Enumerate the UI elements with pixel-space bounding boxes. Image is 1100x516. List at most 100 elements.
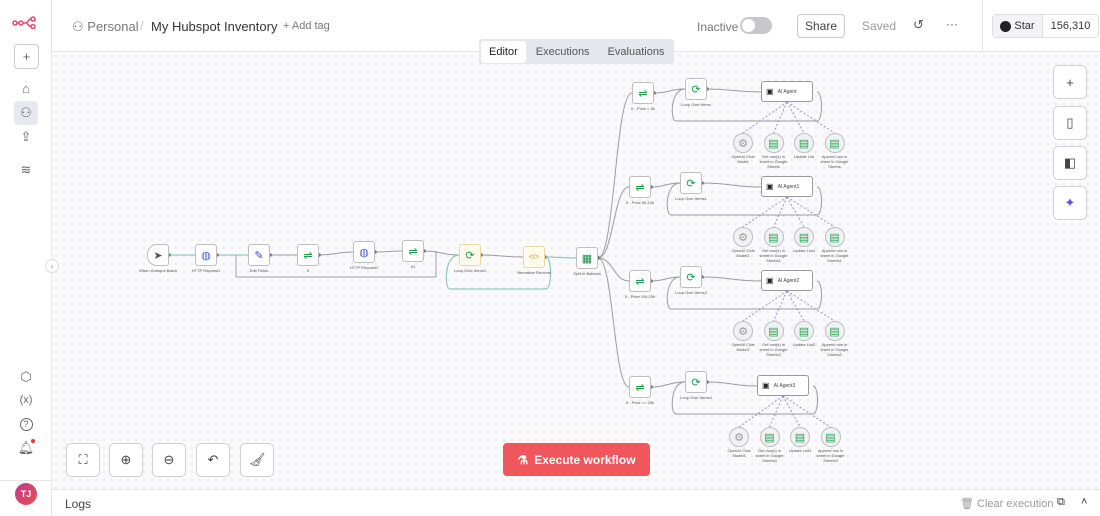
bell-icon[interactable]: 🔔︎ xyxy=(17,439,35,455)
n8n-logo-icon[interactable] xyxy=(12,16,37,29)
node-split-to-batches[interactable]: ▦ xyxy=(576,247,598,269)
node-label: Update List1 xyxy=(792,248,816,253)
toggle-panel-button[interactable]: ◧ xyxy=(1053,146,1087,180)
node-label: AI Agent1 xyxy=(777,183,800,190)
node-if-price-10k-25k[interactable]: ⇌ xyxy=(629,270,651,292)
breadcrumb-project[interactable]: ⚇ Personal xyxy=(72,19,139,34)
tidy-up-button[interactable]: 🧹︎ xyxy=(240,443,274,477)
logs-panel[interactable]: Logs 🗑︎ Clear execution ⧉ ˄ xyxy=(52,489,1100,516)
globe-icon: ◍ xyxy=(359,246,369,259)
loop-icon: ⟳ xyxy=(686,271,696,284)
execute-workflow-button[interactable]: ⚗Execute workflow xyxy=(503,443,650,476)
undo-button[interactable]: ↶ xyxy=(196,443,230,477)
node-ai-agent3[interactable]: ▣AI Agent3 xyxy=(757,375,809,396)
node-if1[interactable]: ⇌ xyxy=(402,240,424,262)
node-append-row-in-sheet-in-google-sheets1[interactable]: ▤ xyxy=(824,227,845,247)
user-icon[interactable]: ⚇ xyxy=(14,101,38,125)
add-tag-button[interactable]: + Add tag xyxy=(283,20,330,32)
chevron-up-icon[interactable]: ˄ xyxy=(1081,496,1088,508)
add-node-button[interactable]: + xyxy=(1053,65,1087,99)
clear-execution-button[interactable]: 🗑︎ Clear execution xyxy=(960,498,1054,510)
node-get-row-s-in-sheet-in-google-sheets3[interactable]: ▤ xyxy=(759,427,780,447)
sheets-icon: ▤ xyxy=(829,137,840,150)
workflow-canvas[interactable]: ➤When Hubspot Batch◍HTTP Request1✎Edit F… xyxy=(52,52,1100,489)
node-if-price-5k[interactable]: ⇌ xyxy=(632,82,654,104)
ai-assistant-button[interactable]: ✦ xyxy=(1053,186,1087,220)
node-append-row-in-sheet-in-google-sheets3[interactable]: ▤ xyxy=(820,427,841,447)
panel-icon: ◧ xyxy=(1063,155,1077,170)
openai-icon: ⚙ xyxy=(738,137,748,150)
github-star-button[interactable]: Star 156,310 xyxy=(992,14,1099,38)
node-openai-chat-model1[interactable]: ⚙ xyxy=(733,227,753,247)
node-if-price-25k[interactable]: ⇌ xyxy=(629,376,651,398)
node-loop-over-items1[interactable]: ⟳ xyxy=(680,172,702,194)
more-options-button[interactable]: ··· xyxy=(946,17,958,31)
node-when-hubspot-batch[interactable]: ➤ xyxy=(147,244,169,266)
tab-editor[interactable]: Editor xyxy=(481,40,526,63)
node-if-price-5k-10k[interactable]: ⇌ xyxy=(629,176,651,198)
node-if[interactable]: ⇌ xyxy=(297,244,319,266)
node-append-row-in-sheet-in-google-sheets2[interactable]: ▤ xyxy=(824,321,845,341)
tab-executions[interactable]: Executions xyxy=(535,45,590,58)
node-http-request2[interactable]: ◍ xyxy=(353,241,375,263)
node-append-row-in-sheet-in-google-sheets[interactable]: ▤ xyxy=(824,133,845,153)
layers-icon[interactable]: ≋ xyxy=(20,162,32,177)
node-get-row-s-in-sheet-in-google-sheets2[interactable]: ▤ xyxy=(763,321,784,341)
node-loop-over-items3[interactable]: ⟳ xyxy=(459,244,481,266)
zoom-out-button[interactable]: ⊖ xyxy=(152,443,186,477)
node-loop-over-items[interactable]: ⟳ xyxy=(685,78,707,100)
node-update-list1[interactable]: ▤ xyxy=(794,227,814,247)
active-toggle[interactable] xyxy=(740,17,772,34)
github-icon xyxy=(1000,20,1012,32)
tab-evaluations[interactable]: Evaluations xyxy=(607,45,665,58)
help-icon[interactable]: ? xyxy=(19,417,33,431)
node-ai-agent[interactable]: ▣AI Agent xyxy=(761,81,813,102)
workflow-name[interactable]: My Hubspot Inventory xyxy=(151,19,278,34)
zoom-in-button[interactable]: ⊕ xyxy=(109,443,143,477)
node-openai-chat-model3[interactable]: ⚙ xyxy=(729,427,749,447)
node-label: Append row in sheet in Google Sheets1 xyxy=(820,248,849,263)
node-loop-over-items4[interactable]: ⟳ xyxy=(685,371,707,393)
node-update-list3[interactable]: ▤ xyxy=(790,427,810,447)
flask-icon: ⚗ xyxy=(517,452,529,467)
connection xyxy=(706,381,758,387)
robot-icon: ▣ xyxy=(766,182,774,191)
share-icon[interactable]: ⇪ xyxy=(20,129,32,144)
zoom-to-fit-button[interactable]: ⛶ xyxy=(66,443,100,477)
sub-node-connection xyxy=(786,196,835,228)
share-button[interactable]: Share xyxy=(797,14,845,38)
node-http-request1[interactable]: ◍ xyxy=(195,244,217,266)
sub-node-connection xyxy=(786,101,835,134)
pencil-icon: ✎ xyxy=(254,249,264,262)
sub-node-connection xyxy=(786,196,805,228)
sub-node-connection xyxy=(742,290,788,322)
node-get-row-s-in-sheet-in-google-sheets[interactable]: ▤ xyxy=(763,133,784,153)
add-button[interactable]: + xyxy=(14,44,39,69)
node-update-list[interactable]: ▤ xyxy=(794,133,814,153)
node-loop-over-items2[interactable]: ⟳ xyxy=(680,266,702,288)
node-label: Append row in sheet in Google Sheets xyxy=(820,154,849,169)
pop-out-icon[interactable]: ⧉ xyxy=(1057,496,1065,508)
node-get-row-s-in-sheet-in-google-sheets1[interactable]: ▤ xyxy=(763,227,784,247)
add-sticky-button[interactable]: ▯ xyxy=(1053,106,1087,140)
node-label: If1 xyxy=(410,264,416,269)
history-icon[interactable]: ↺ xyxy=(913,17,924,32)
cube-icon[interactable]: ⬡ xyxy=(20,369,32,384)
node-edit-fields[interactable]: ✎ xyxy=(248,244,270,266)
node-ai-agent2[interactable]: ▣AI Agent2 xyxy=(761,270,813,291)
avatar[interactable]: TJ xyxy=(15,483,37,505)
node-openai-chat-model2[interactable]: ⚙ xyxy=(733,321,753,341)
variables-icon[interactable]: (x) xyxy=(19,394,33,406)
openai-icon: ⚙ xyxy=(738,325,748,338)
node-normalize-records[interactable]: </> xyxy=(523,246,545,268)
sheets-icon: ▤ xyxy=(829,325,840,338)
expand-sidebar-chevron-icon[interactable]: › xyxy=(45,259,59,273)
sheets-icon: ▤ xyxy=(798,231,810,244)
connection xyxy=(597,257,630,388)
home-icon[interactable]: ⌂ xyxy=(22,80,30,96)
connection xyxy=(597,257,630,282)
node-ai-agent1[interactable]: ▣AI Agent1 xyxy=(761,176,813,197)
node-openai-chat-model[interactable]: ⚙ xyxy=(733,133,753,153)
node-label: Split to Batches xyxy=(573,271,601,276)
node-update-list2[interactable]: ▤ xyxy=(794,321,814,341)
